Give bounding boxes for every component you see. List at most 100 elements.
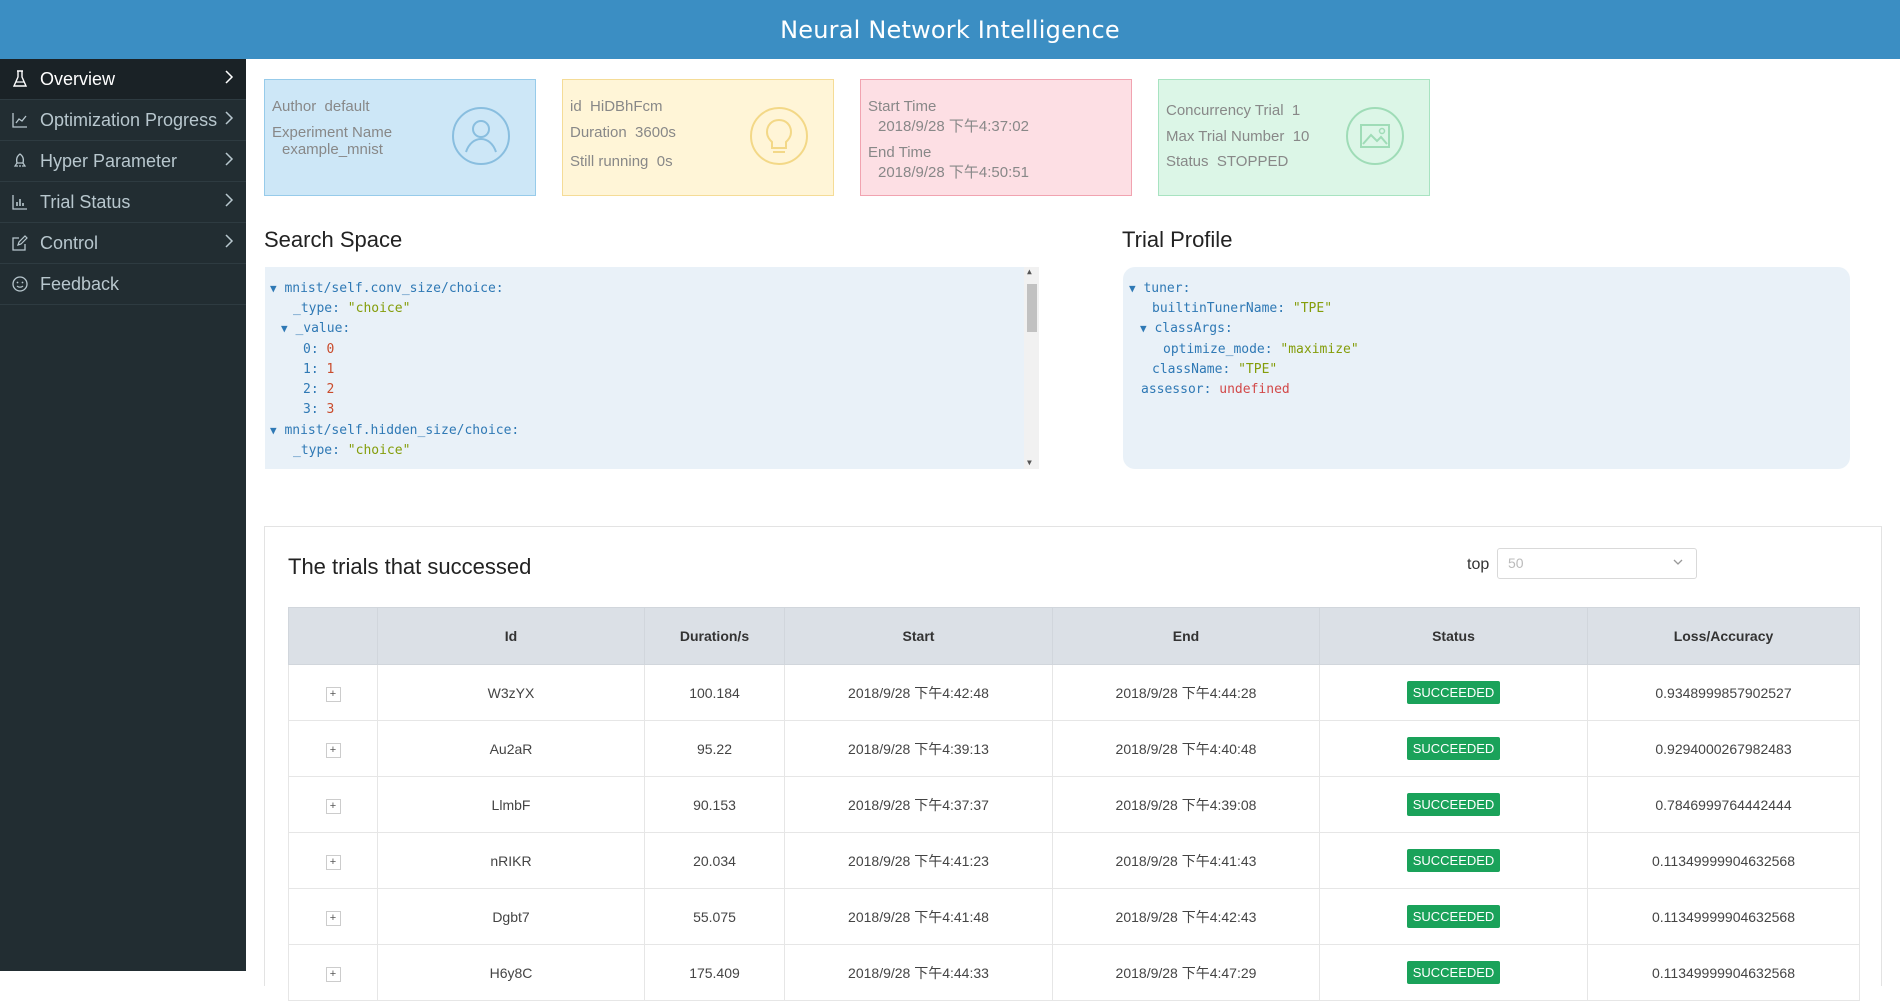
sidebar-item-label: Trial Status [40,191,131,212]
table-row[interactable]: + H6y8C 175.409 2018/9/28 下午4:44:33 2018… [288,944,1860,1001]
expand-row-button[interactable]: + [325,966,341,982]
table-row[interactable]: + Dgbt7 55.075 2018/9/28 下午4:41:48 2018/… [288,888,1860,945]
sidebar-item-trial-status[interactable]: Trial Status [0,182,246,223]
trial-duration: 175.409 [644,944,785,1001]
trial-loss: 0.9348999857902527 [1587,664,1860,721]
rocket-icon [0,153,40,169]
json-number: 3 [326,402,335,417]
concurrency-value: 1 [1291,102,1301,119]
end-time-value: 2018/9/28 下午4:50:51 [878,164,1029,181]
experiment-name-value: example_mnist [282,141,383,158]
json-key: className: [1152,362,1231,377]
sidebar-item-optimization-progress[interactable]: Optimization Progress [0,100,246,141]
chevron-right-icon [224,151,234,172]
trial-id: W3zYX [377,664,645,721]
trial-profile-title: Trial Profile [1122,227,1233,252]
table-row[interactable]: + nRIKR 20.034 2018/9/28 下午4:41:23 2018/… [288,832,1860,889]
json-string: "choice" [347,301,411,316]
max-trial-row: Max Trial Number 10 [1166,128,1309,145]
column-header[interactable]: Status [1319,607,1588,665]
author-card: Author default Experiment Name example_m… [264,79,536,196]
still-running-row: Still running 0s [570,153,673,170]
successful-trials-panel: The trials that successed top 50 Id Dura… [264,526,1882,1001]
max-trial-value: 10 [1292,128,1310,145]
status-badge: SUCCEEDED [1406,905,1501,928]
expand-row-button[interactable]: + [325,854,341,870]
status-badge: SUCCEEDED [1406,849,1501,872]
scroll-up-arrow-icon[interactable]: ▲ [1027,267,1032,276]
trial-end: 2018/9/28 下午4:47:29 [1052,944,1320,1001]
expand-row-button[interactable]: + [325,798,341,814]
trial-loss: 0.11349999904632568 [1587,944,1860,1001]
trial-start: 2018/9/28 下午4:37:37 [784,776,1053,833]
json-key: classArgs: [1154,321,1233,336]
trial-id: nRIKR [377,832,645,889]
max-trial-label: Max Trial Number [1166,128,1285,145]
expand-row-button[interactable]: + [325,686,341,702]
collapse-triangle-icon[interactable]: ▼ [270,424,277,437]
duration-label: Duration [570,124,627,141]
json-key: tuner: [1143,281,1191,296]
sidebar-item-control[interactable]: Control [0,223,246,264]
trial-id: Au2aR [377,720,645,777]
search-space-scrollbar[interactable]: ▲ ▼ [1024,267,1039,469]
flask-icon [0,70,40,88]
scrollbar-thumb[interactable] [1027,284,1037,332]
json-string: "TPE" [1292,301,1333,316]
trial-loss: 0.7846999764442444 [1587,776,1860,833]
end-time-label: End Time [868,144,932,161]
expand-row-button[interactable]: + [325,910,341,926]
search-space-json[interactable]: ▼ mnist/self.conv_size/choice: _type: "c… [265,267,1039,469]
chevron-right-icon [224,69,234,90]
chevron-right-icon [224,233,234,254]
column-header[interactable]: Loss/Accuracy [1587,607,1860,665]
trial-duration: 95.22 [644,720,785,777]
sidebar-item-hyper-parameter[interactable]: Hyper Parameter [0,141,246,182]
author-row: Author default [272,98,370,115]
sidebar-item-feedback[interactable]: Feedback [0,264,246,305]
collapse-triangle-icon[interactable]: ▼ [270,282,277,295]
trial-duration: 55.075 [644,888,785,945]
collapse-triangle-icon[interactable]: ▼ [1140,322,1147,335]
trial-start: 2018/9/28 下午4:41:48 [784,888,1053,945]
json-key: mnist/self.conv_size/choice: [284,281,504,296]
collapse-triangle-icon[interactable]: ▼ [1129,282,1136,295]
sidebar: Overview Optimization Progress Hyper Par… [0,59,246,971]
sidebar-item-label: Hyper Parameter [40,150,178,171]
trial-profile-json[interactable]: ▼ tuner: builtinTunerName: "TPE" ▼ class… [1123,267,1850,469]
author-value: default [324,98,370,115]
column-header[interactable]: Start [784,607,1053,665]
author-label: Author [272,98,317,115]
edit-icon [0,235,40,251]
trials-title: The trials that successed [288,554,532,579]
top-select[interactable]: 50 [1497,548,1697,579]
column-header[interactable]: Duration/s [644,607,785,665]
main-content: Author default Experiment Name example_m… [246,59,1900,1001]
trial-end: 2018/9/28 下午4:40:48 [1052,720,1320,777]
json-key: 2: [303,382,319,397]
expand-row-button[interactable]: + [325,742,341,758]
collapse-triangle-icon[interactable]: ▼ [281,322,288,335]
experiment-info-card: id HiDBhFcm Duration 3600s Still running… [562,79,834,196]
table-row[interactable]: + LlmbF 90.153 2018/9/28 下午4:37:37 2018/… [288,776,1860,833]
status-row: Status STOPPED [1166,153,1288,170]
json-key: builtinTunerName: [1152,301,1286,316]
json-number: 1 [326,362,335,377]
table-row[interactable]: + W3zYX 100.184 2018/9/28 下午4:42:48 2018… [288,664,1860,721]
scroll-down-arrow-icon[interactable]: ▼ [1027,458,1032,467]
time-card: Start Time 2018/9/28 下午4:37:02 End Time … [860,79,1132,196]
json-key: 3: [303,402,319,417]
concurrency-label: Concurrency Trial [1166,102,1284,119]
sidebar-item-label: Control [40,232,99,253]
status-badge: SUCCEEDED [1406,681,1501,704]
trial-id: LlmbF [377,776,645,833]
id-label: id [570,98,582,115]
column-header[interactable]: End [1052,607,1320,665]
column-header[interactable]: Id [377,607,645,665]
json-number: 2 [326,382,335,397]
smile-icon [0,276,40,292]
json-key: optimize_mode: [1163,342,1273,357]
table-row[interactable]: + Au2aR 95.22 2018/9/28 下午4:39:13 2018/9… [288,720,1860,777]
still-running-value: 0s [656,153,673,170]
sidebar-item-overview[interactable]: Overview [0,59,246,100]
